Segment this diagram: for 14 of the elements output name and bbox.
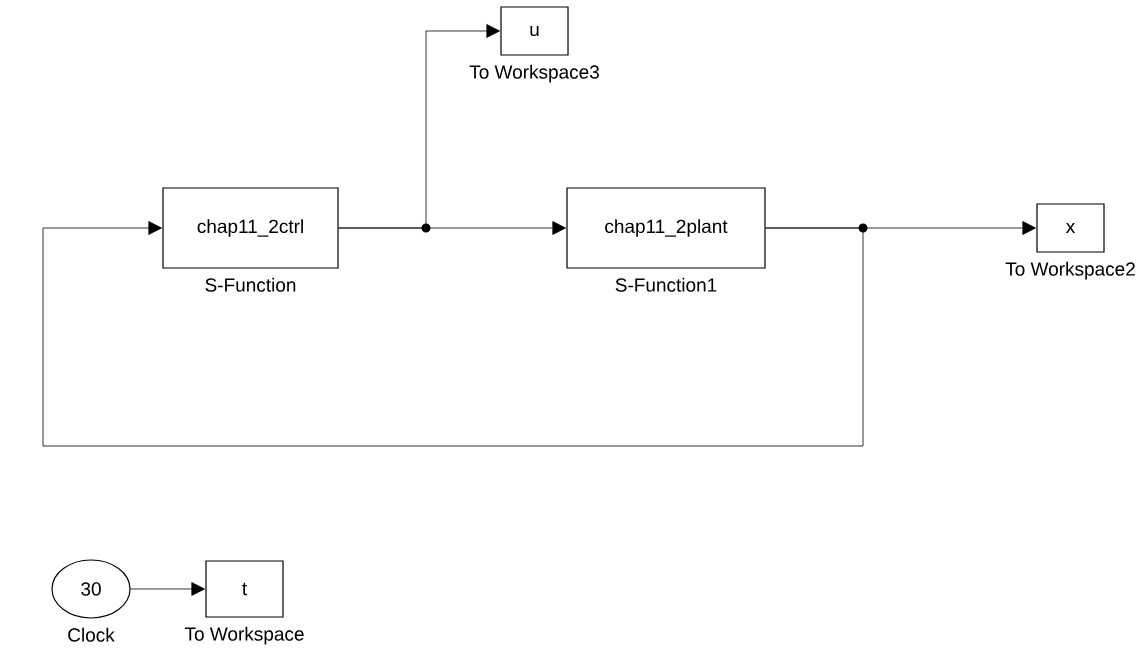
block-label: To Workspace2: [1005, 261, 1135, 280]
signal-arrow: [42, 221, 864, 447]
signal-arrow: [130, 582, 205, 596]
block-label: S-Function1: [615, 277, 717, 292]
block: u: [500, 6, 569, 56]
block-label: To Workspace3: [469, 64, 599, 83]
block-label: Clock: [68, 627, 115, 642]
block: x: [1036, 203, 1105, 253]
signal-arrow: [338, 24, 500, 229]
block-label: S-Function: [205, 277, 296, 292]
block: chap11_2ctrl: [162, 187, 339, 269]
block: chap11_2plant: [566, 187, 766, 269]
block-label: To Workspace: [184, 626, 304, 645]
block: t: [205, 560, 284, 618]
